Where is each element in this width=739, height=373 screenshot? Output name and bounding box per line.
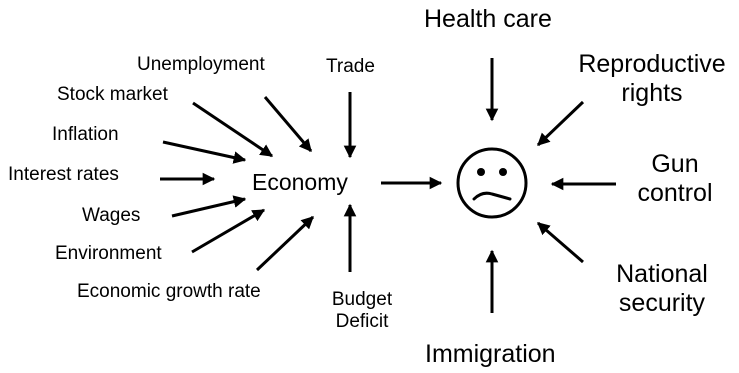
label-reproductive-rights-line1: Reproductive: [578, 50, 726, 78]
label-reproductive-rights-line2: rights: [621, 78, 683, 107]
label-national-security-line2: security: [618, 288, 706, 317]
label-gun-control-line2: control: [637, 178, 713, 207]
label-inflation: Inflation: [52, 124, 119, 145]
arrow-reproductive-rights: [536, 100, 585, 147]
label-immigration: Immigration: [425, 340, 556, 368]
label-budget-deficit: Budget Deficit: [322, 289, 402, 333]
label-budget-deficit-line1: Budget: [331, 289, 393, 310]
arrow-environment: [191, 208, 266, 254]
label-wages: Wages: [82, 205, 141, 226]
arrow-economic-growth-rate: [255, 215, 315, 272]
label-economy: Economy: [252, 169, 348, 195]
arrow-national-security: [537, 221, 584, 264]
label-trade: Trade: [326, 56, 375, 77]
label-gun-control-line1: Gun: [651, 150, 699, 178]
arrow-inflation: [162, 140, 247, 164]
arrow-unemployment: [263, 96, 313, 152]
label-national-security: National security: [597, 260, 727, 318]
arrow-stock-market: [192, 101, 274, 158]
label-gun-control: Gun control: [620, 150, 730, 208]
label-health-care: Health care: [424, 5, 552, 33]
label-stock-market: Stock market: [57, 84, 168, 105]
label-unemployment: Unemployment: [137, 54, 265, 75]
label-environment: Environment: [55, 243, 162, 264]
label-reproductive-rights: Reproductive rights: [566, 50, 738, 108]
arrow-wages: [171, 195, 247, 218]
label-interest-rates: Interest rates: [8, 164, 119, 185]
label-budget-deficit-line2: Deficit: [335, 310, 389, 332]
label-economic-growth-rate: Economic growth rate: [77, 281, 261, 302]
label-national-security-line1: National: [616, 260, 708, 288]
sad-face-icon: [456, 147, 528, 219]
